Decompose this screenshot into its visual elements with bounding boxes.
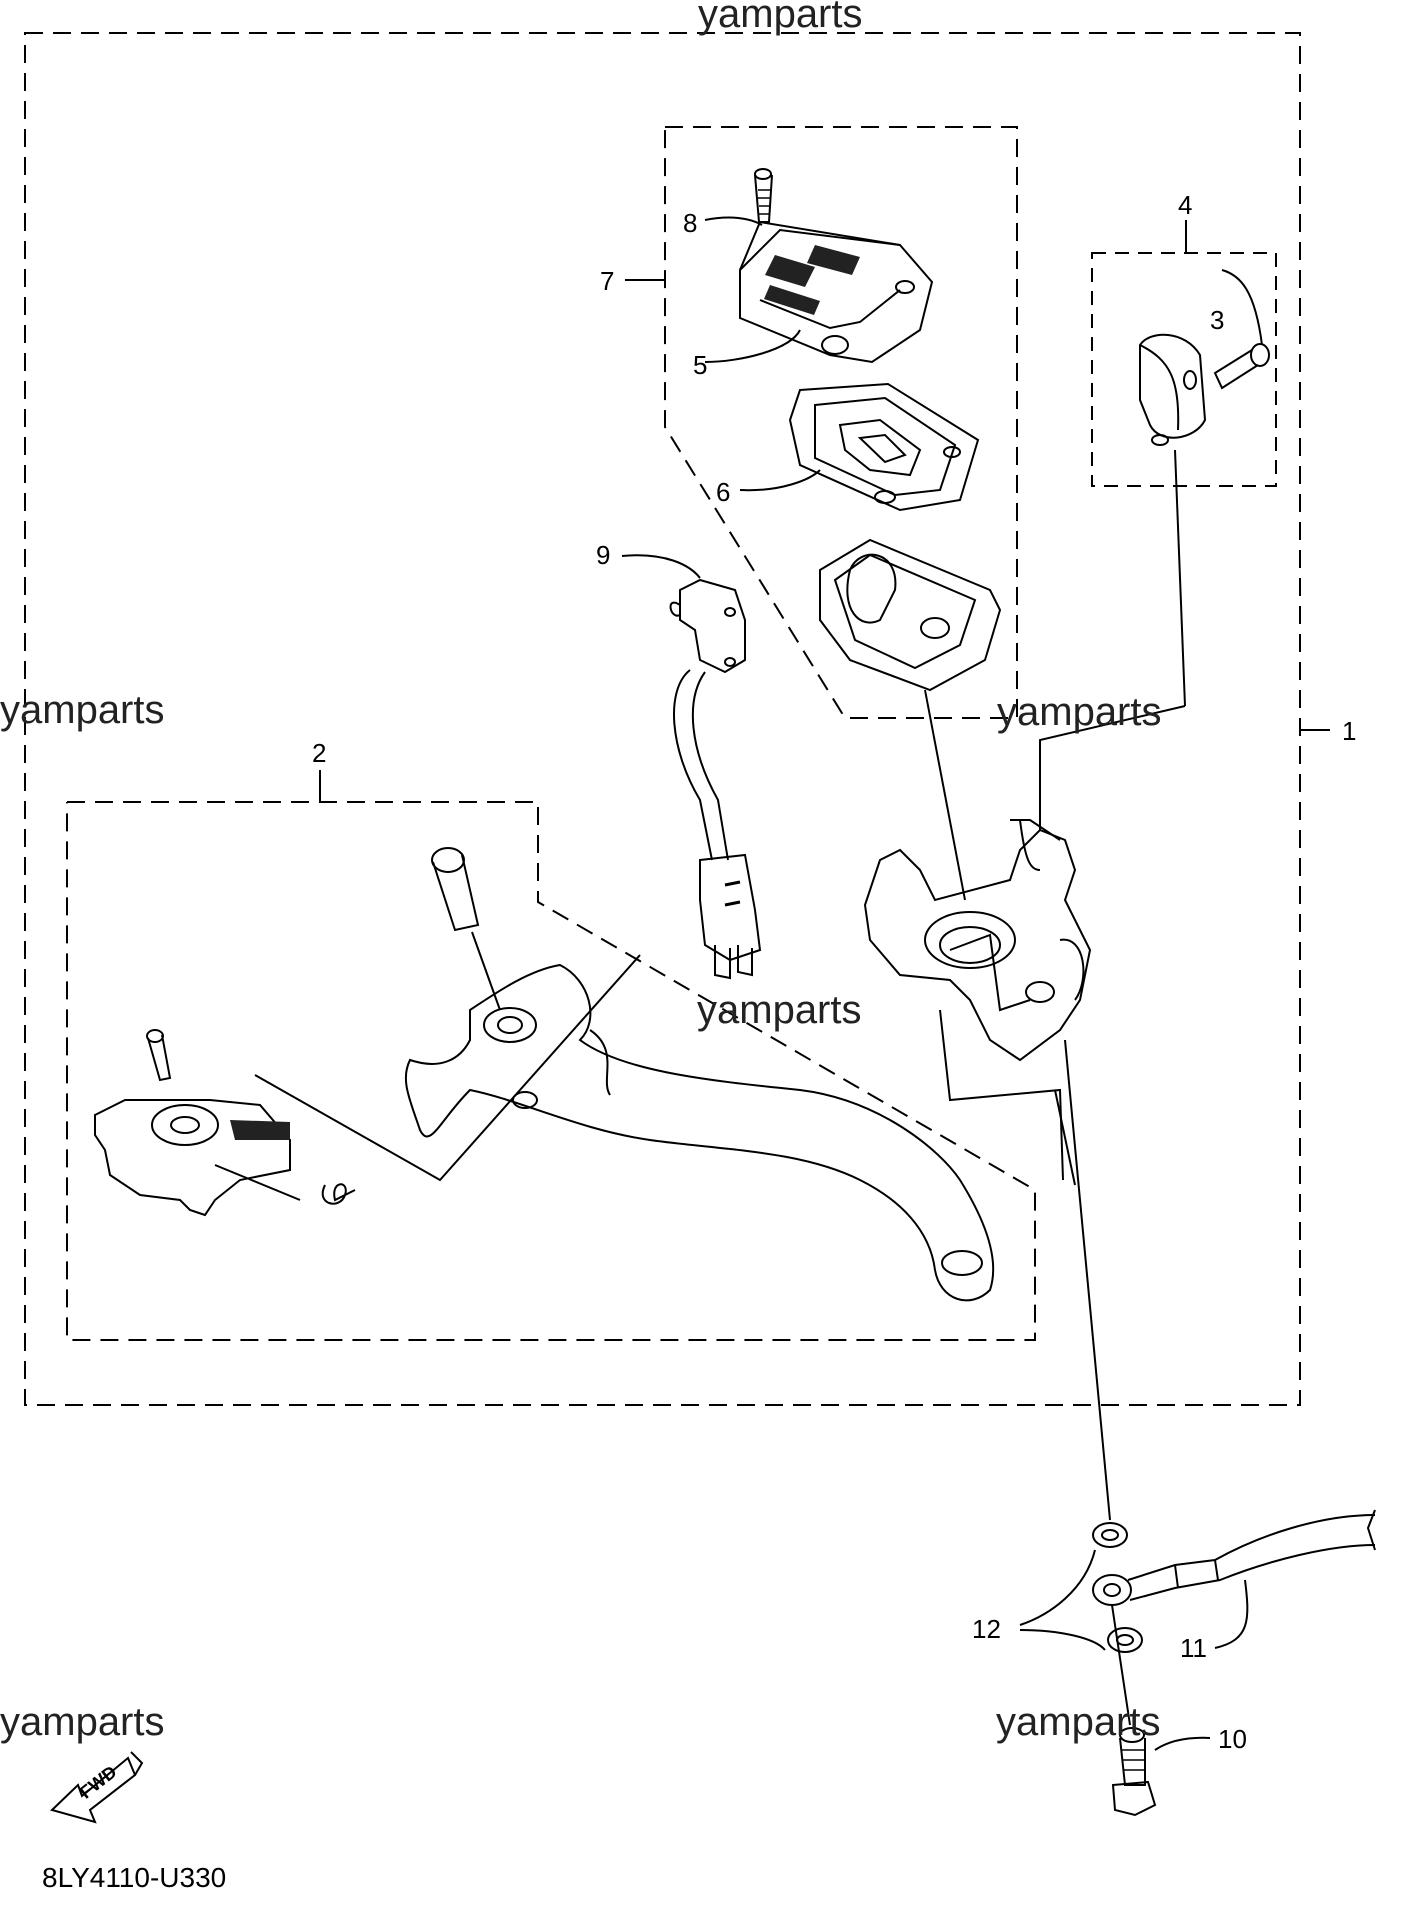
lever-adjuster: [94, 954, 641, 1217]
brake-hose-11: [1092, 1509, 1376, 1726]
watermark: yamparts: [997, 690, 1162, 734]
reservoir-body: [819, 538, 1002, 901]
callout-11: 11: [1180, 1633, 1207, 1663]
watermark: yamparts: [698, 0, 863, 36]
callout-6: 6: [716, 477, 731, 507]
callout-4: 4: [1178, 190, 1193, 220]
callout-1: 1: [1342, 716, 1357, 746]
bolt-3: [1213, 269, 1270, 390]
assembly-frame-4: [1091, 252, 1277, 487]
callout-7: 7: [600, 266, 615, 296]
master-cylinder-body: [863, 819, 1092, 1186]
lever-pin: [431, 847, 501, 1011]
watermark: yamparts: [697, 988, 862, 1032]
assembly-frame-2: [66, 801, 1036, 1341]
callout-3: 3: [1210, 305, 1225, 335]
diagram-code: 8LY4110-U330: [42, 1862, 227, 1893]
fwd-arrow-icon: [50, 1751, 144, 1824]
callout-12: 12: [972, 1614, 1001, 1644]
callout-8: 8: [683, 208, 698, 238]
callout-9: 9: [596, 540, 611, 570]
watermark: yamparts: [0, 688, 165, 732]
diaphragm-6: [739, 382, 980, 512]
callout-2: 2: [312, 738, 327, 768]
callout-5: 5: [693, 350, 708, 380]
brake-switch-9: [621, 554, 762, 980]
watermark: yamparts: [0, 1700, 165, 1744]
callout-10: 10: [1218, 1724, 1247, 1754]
washers-12: [1019, 1522, 1143, 1653]
assembly-frame-7: [664, 126, 1018, 719]
assembly-frame-1: [24, 32, 1301, 1406]
watermark: yamparts: [996, 1700, 1161, 1744]
union-bolt-10: [1111, 1727, 1211, 1817]
screw-8: [704, 168, 773, 226]
holder-4: [1039, 333, 1207, 830]
reservoir-cap-5: [704, 220, 934, 364]
brake-lever: [404, 963, 995, 1302]
